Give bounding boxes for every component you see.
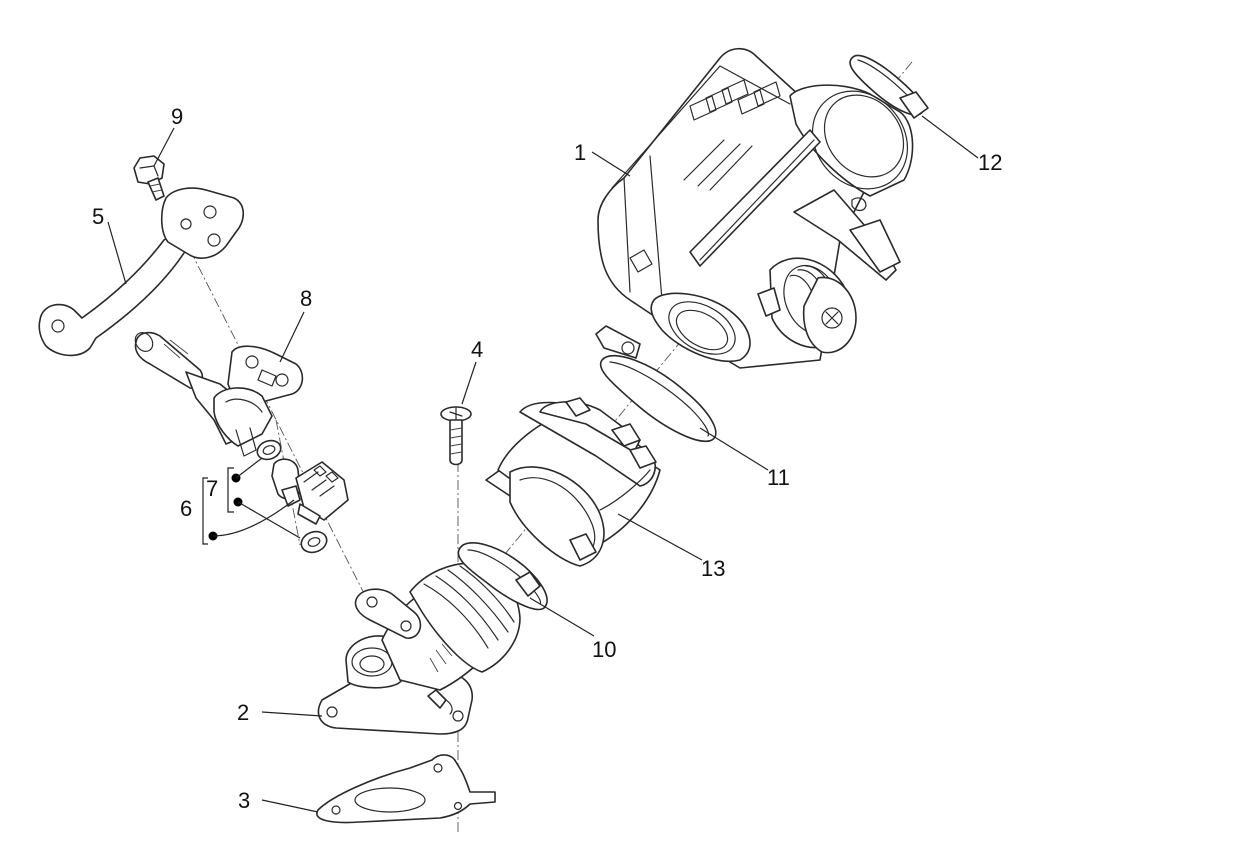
part-12-hose-clamp [849,54,929,119]
callout-3: 3 [238,788,250,813]
part-3-gasket [316,754,496,824]
part-8-sensor [134,331,304,457]
part-4-screw [440,406,472,466]
callout-8: 8 [300,286,312,311]
part-6-7-seals-and-plug [256,439,349,554]
callout-10: 10 [592,637,616,662]
callout-9: 9 [171,104,183,129]
callout-12: 12 [978,150,1002,175]
callout-11: 11 [767,465,790,490]
callout-1: 1 [574,140,586,165]
callout-4: 4 [471,337,483,362]
part-1-throttle-body [597,47,914,369]
part-2-intake-manifold [317,562,521,735]
callout-6: 6 [180,496,192,521]
group-brackets-6-7 [202,457,301,545]
callout-13: 13 [701,556,725,581]
callout-5: 5 [92,204,104,229]
part-9-bolt [133,155,165,201]
part-10-hose-clamp [457,542,548,611]
part-5-support-bracket [38,187,245,357]
callout-leaders [107,115,979,813]
callout-7: 7 [206,476,218,501]
callout-2: 2 [237,700,249,725]
part-11-hose-clamp [595,325,717,442]
part-13-intake-coupling [485,397,661,567]
callout-numbers: 1 2 3 4 5 6 7 8 9 10 11 12 13 [92,104,1002,813]
